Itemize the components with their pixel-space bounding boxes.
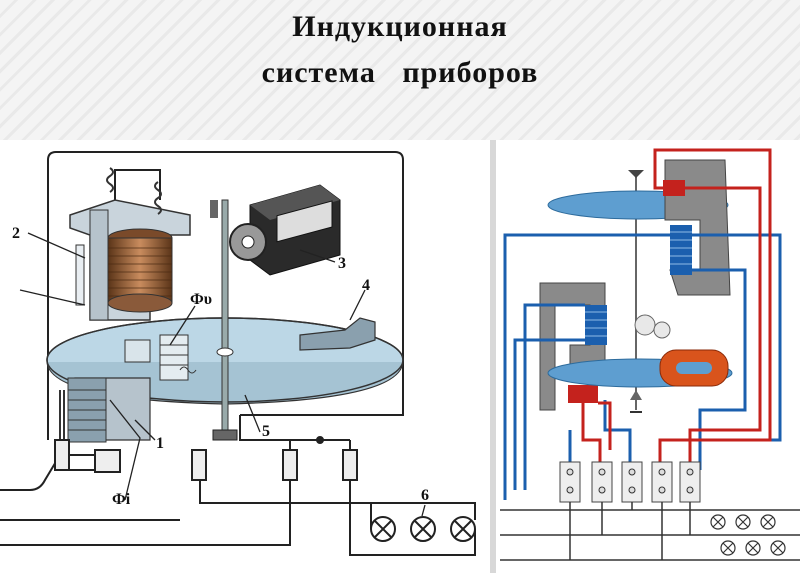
label-3: 3 [338, 255, 346, 272]
outer-wire [47, 151, 404, 440]
voltage-magnet [69, 167, 191, 321]
bottom-wiring [0, 415, 476, 556]
page-title-line2: система приборов [261, 56, 539, 89]
counter-register [229, 184, 341, 276]
label-5: 5 [262, 423, 270, 440]
title-banner [0, 0, 800, 140]
label-1: 1 [156, 435, 164, 452]
load-lamps [370, 503, 476, 555]
current-magnet [59, 377, 151, 443]
supply-lines [500, 502, 800, 561]
label-6: 6 [421, 487, 429, 504]
right-meter-diagram [500, 148, 800, 561]
upper-magnet [663, 159, 731, 296]
label-phi-i: Фi [112, 491, 131, 508]
page-title-line1: Индукционная [292, 10, 508, 43]
label-phi-u: Фυ [190, 291, 212, 308]
left-magnet [539, 282, 607, 411]
label-4: 4 [362, 277, 370, 294]
divider [490, 140, 496, 573]
left-meter-diagram: 2 3 4 5 1 6 Фυ Фi [0, 140, 490, 573]
disk-axle [221, 199, 229, 431]
red-wiring [581, 148, 772, 470]
label-2: 2 [12, 225, 20, 242]
brake-magnet [299, 317, 376, 351]
terminal-block [559, 461, 701, 503]
